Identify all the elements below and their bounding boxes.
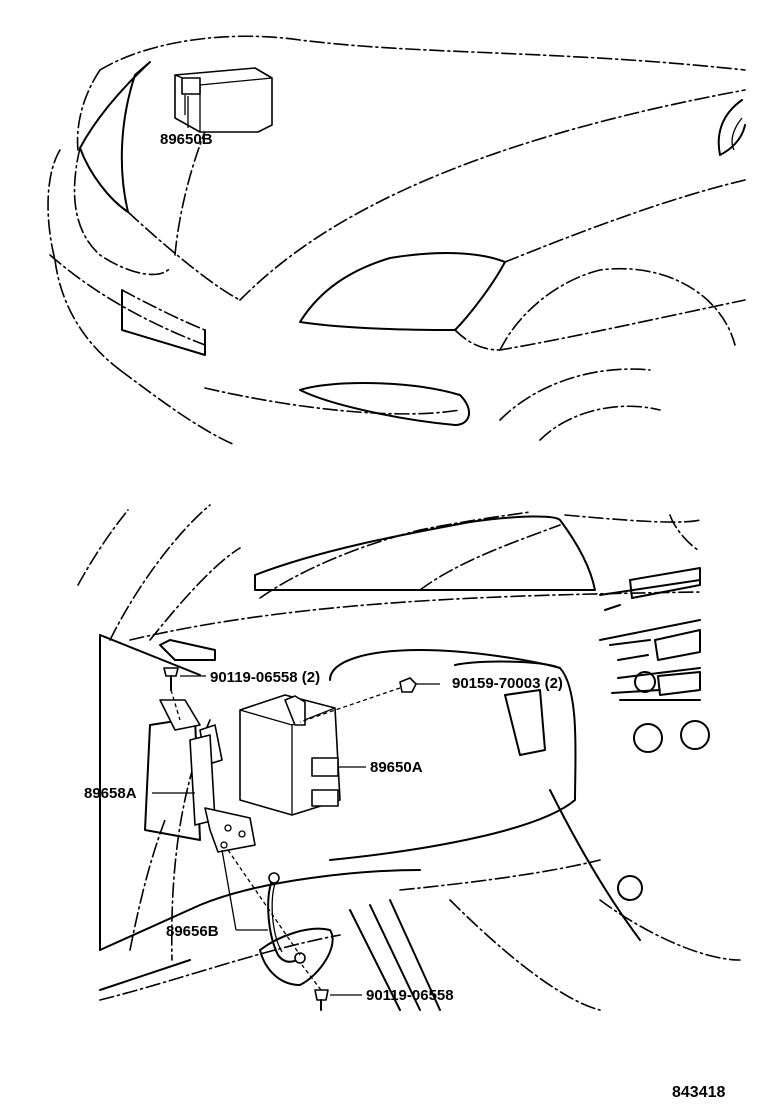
callout-90159-70003-2: 90159-70003 (2) bbox=[416, 675, 563, 692]
diagram-code: 843418 bbox=[672, 1084, 725, 1101]
label-89650A: 89650A bbox=[370, 759, 423, 776]
callout-90119-06558: 90119-06558 bbox=[330, 987, 454, 1004]
callout-89650B: 89650B bbox=[160, 96, 213, 148]
label-89650B: 89650B bbox=[160, 131, 213, 148]
bottom-view-dashboard bbox=[77, 504, 741, 1011]
callout-89658A: 89658A bbox=[84, 785, 195, 802]
label-89658A: 89658A bbox=[84, 785, 137, 802]
label-90119-06558: 90119-06558 bbox=[366, 987, 454, 1004]
callout-89650A: 89650A bbox=[338, 759, 423, 776]
top-view-car-front bbox=[47, 35, 746, 446]
label-90159-70003-2: 90159-70003 (2) bbox=[452, 675, 563, 692]
label-90119-06558-2: 90119-06558 (2) bbox=[210, 669, 320, 686]
label-89656B: 89656B bbox=[166, 923, 219, 940]
callout-89656B: 89656B bbox=[166, 849, 268, 940]
callout-90119-06558-2: 90119-06558 (2) bbox=[180, 669, 320, 686]
